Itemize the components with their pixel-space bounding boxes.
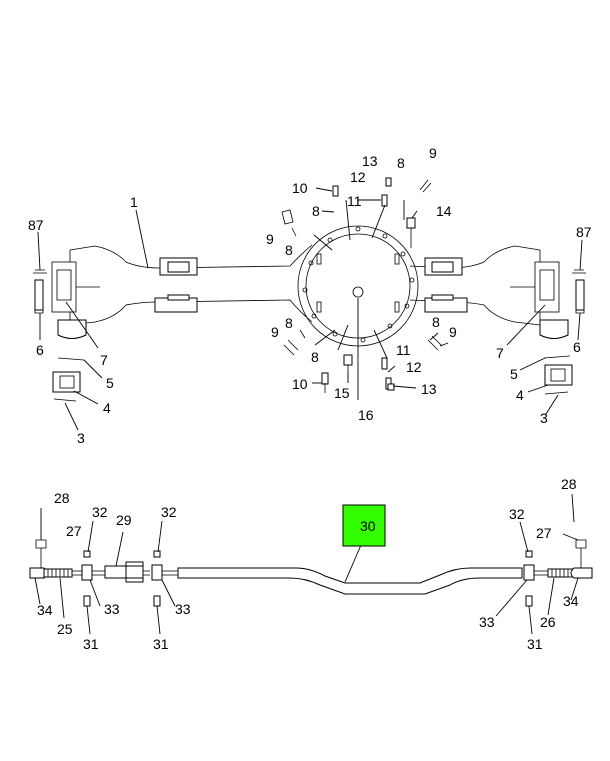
callout-7-right: 7 (496, 345, 504, 361)
callout-29: 29 (116, 512, 132, 528)
callout-8-left: 8 (285, 242, 293, 258)
callout-9-left: 9 (266, 231, 274, 247)
callout-33-right: 33 (479, 614, 495, 630)
callout-28-left: 28 (54, 490, 70, 506)
callout-14: 14 (436, 203, 452, 219)
callout-27-right: 27 (536, 525, 552, 541)
callout-9-right-bottom: 9 (449, 324, 457, 340)
callout-87-left: 87 (28, 217, 44, 233)
callout-32-b: 32 (161, 504, 177, 520)
callout-5-right: 5 (510, 366, 518, 382)
callout-6-right: 6 (573, 339, 581, 355)
tie-rod-assembly (29, 539, 593, 607)
callout-11-bottom: 11 (396, 342, 411, 358)
callout-32-a: 32 (92, 504, 108, 520)
flange-bolt-holes (302, 226, 415, 343)
callout-10-top: 10 (292, 180, 308, 196)
axle-housing (51, 225, 560, 347)
callout-4-right: 4 (516, 387, 524, 403)
callout-10-bottom: 10 (292, 376, 308, 392)
right-hub-parts (539, 269, 586, 395)
callout-5-left: 5 (106, 375, 114, 391)
callout-8-top-2: 8 (312, 203, 320, 219)
highlight-box[interactable] (342, 504, 386, 547)
callout-28-right: 28 (561, 476, 577, 492)
callout-32-right: 32 (509, 506, 525, 522)
callout-8-left-bottom: 8 (285, 315, 293, 331)
callout-9-top: 9 (429, 145, 437, 161)
callout-31-a: 31 (83, 636, 99, 652)
callout-3-left: 3 (77, 430, 85, 446)
carrier-bolts (281, 177, 443, 393)
callout-1: 1 (130, 194, 138, 210)
callout-12-top: 12 (350, 169, 366, 185)
callout-31-b: 31 (153, 636, 169, 652)
callout-12-bottom: 12 (406, 359, 422, 375)
leader-lines (34, 187, 583, 635)
callout-31-right: 31 (527, 636, 543, 652)
callout-34-left: 34 (37, 602, 53, 618)
callout-33-b: 33 (175, 601, 191, 617)
left-hub-parts (33, 269, 87, 402)
callout-13-bottom: 13 (421, 381, 437, 397)
callout-6-left: 6 (36, 342, 44, 358)
callout-4-left: 4 (103, 400, 111, 416)
callout-3-right: 3 (540, 410, 548, 426)
callout-labels: 1 87 6 7 5 4 3 87 6 7 5 4 3 13 8 9 12 10… (28, 145, 592, 652)
callout-25: 25 (57, 621, 73, 637)
callout-13-top: 13 (362, 153, 378, 169)
callout-8-left-bottom-2: 8 (311, 349, 319, 365)
callout-8-right-bottom: 8 (432, 314, 440, 330)
callout-16: 16 (358, 407, 374, 423)
callout-8-top: 8 (397, 155, 405, 171)
callout-33-a: 33 (104, 601, 120, 617)
callout-27-left: 27 (66, 523, 82, 539)
callout-34-right: 34 (563, 593, 579, 609)
callout-15: 15 (334, 385, 350, 401)
callout-7-left: 7 (100, 352, 108, 368)
callout-26: 26 (540, 614, 556, 630)
callout-9-left-bottom: 9 (271, 324, 279, 340)
callout-87-right: 87 (576, 224, 592, 240)
callout-11-top: 11 (347, 193, 362, 209)
highlight-label[interactable]: 30 (360, 518, 376, 534)
